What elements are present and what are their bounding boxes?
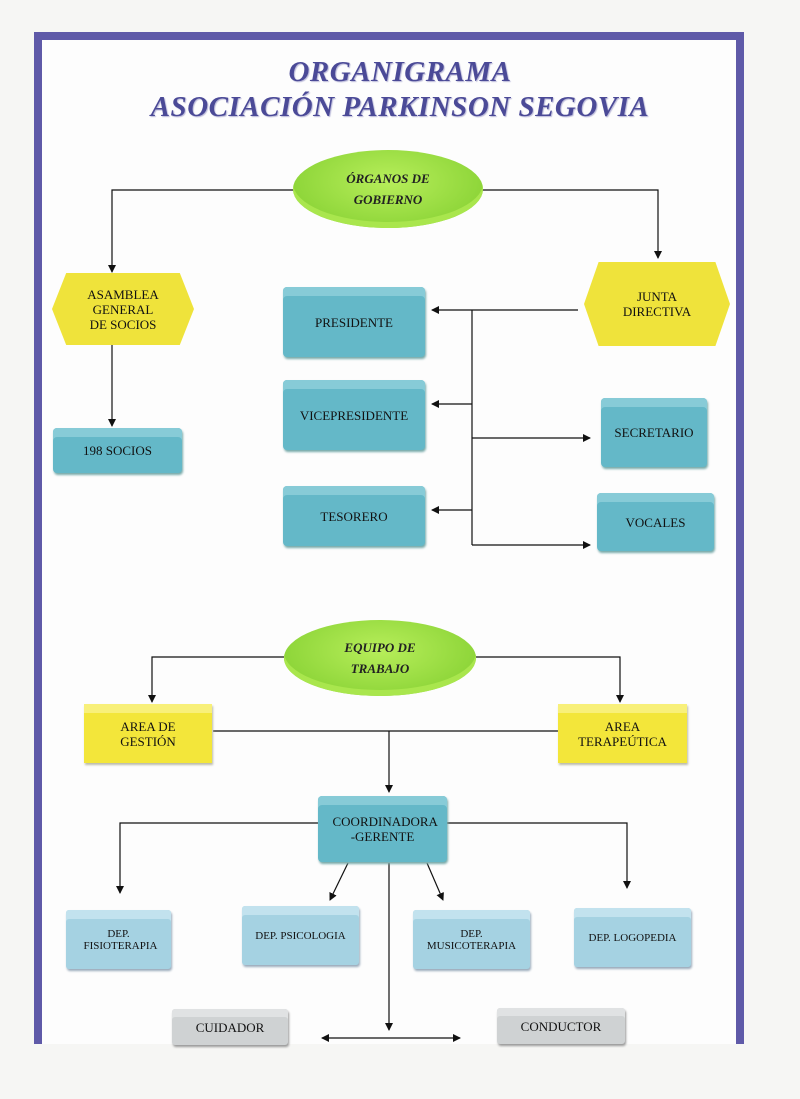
node-label: 198 SOCIOS (83, 443, 152, 458)
node-label: EQUIPO DE TRABAJO (344, 640, 416, 676)
node-presidente: PRESIDENTE (283, 287, 425, 357)
node-label: DEP. PSICOLOGIA (255, 929, 346, 942)
node-asamblea: ASAMBLEA GENERAL DE SOCIOS (52, 273, 194, 345)
node-socios: 198 SOCIOS (53, 428, 182, 473)
node-dep-fisioterapia: DEP. FISIOTERAPIA (66, 910, 171, 969)
node-label: JUNTA DIRECTIVA (622, 289, 692, 319)
node-dep-musicoterapia: DEP. MUSICOTERAPIA (413, 910, 530, 969)
node-area-terapeutica: AREA TERAPEÚTICA (558, 704, 687, 763)
chart-subtitle: ASOCIACIÓN PARKINSON SEGOVIA (150, 91, 650, 123)
node-label: DEP. LOGOPEDIA (588, 931, 677, 944)
node-label: TESORERO (320, 508, 388, 524)
node-organos-gobierno: ÓRGANOS DE GOBIERNO (293, 150, 483, 228)
node-label: VICEPRESIDENTE (299, 407, 409, 423)
node-label: SECRETARIO (614, 425, 694, 440)
node-label: AREA DE GESTIÓN (120, 718, 176, 749)
node-label: DEP. MUSICOTERAPIA (426, 927, 517, 952)
node-conductor: CONDUCTOR (497, 1008, 625, 1044)
node-cuidador: CUIDADOR (172, 1009, 288, 1045)
node-vocales: VOCALES (597, 493, 714, 551)
node-dep-logopedia: DEP. LOGOPEDIA (574, 908, 691, 967)
node-vicepresidente: VICEPRESIDENTE (283, 380, 425, 450)
chart-title: ORGANIGRAMA (288, 56, 512, 88)
node-label: ÓRGANOS DE GOBIERNO (346, 171, 430, 207)
node-label: AREA TERAPEÚTICA (578, 718, 667, 749)
node-dep-psicologia: DEP. PSICOLOGIA (242, 906, 359, 965)
node-label: PRESIDENTE (315, 314, 393, 330)
node-label: VOCALES (625, 514, 686, 530)
node-junta-directiva: JUNTA DIRECTIVA (584, 262, 730, 346)
node-label: ASAMBLEA GENERAL DE SOCIOS (87, 286, 159, 332)
node-label: DEP. FISIOTERAPIA (83, 927, 158, 952)
node-label: COORDINADORA -GERENTE (332, 814, 438, 844)
node-secretario: SECRETARIO (601, 398, 707, 467)
node-area-gestion: AREA DE GESTIÓN (84, 704, 212, 763)
node-label: CONDUCTOR (520, 1018, 602, 1034)
node-label: CUIDADOR (195, 1019, 265, 1035)
node-equipo-trabajo: EQUIPO DE TRABAJO (284, 620, 476, 696)
node-tesorero: TESORERO (283, 486, 425, 546)
node-coordinadora-gerente: COORDINADORA -GERENTE (318, 796, 447, 862)
